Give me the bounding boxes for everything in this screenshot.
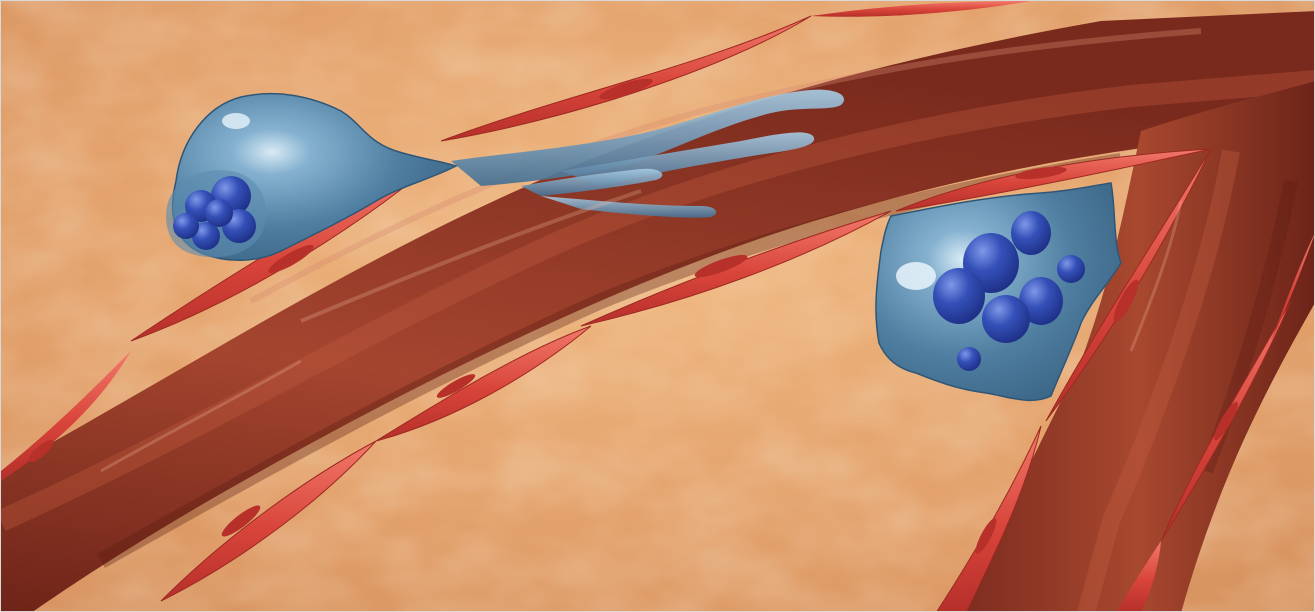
branch-smooth-muscle-cells [936,148,1314,611]
vessel-highlights [100,189,1183,473]
left-pericyte-nucleus [173,176,256,250]
right-pericyte-nuclei [933,211,1085,371]
